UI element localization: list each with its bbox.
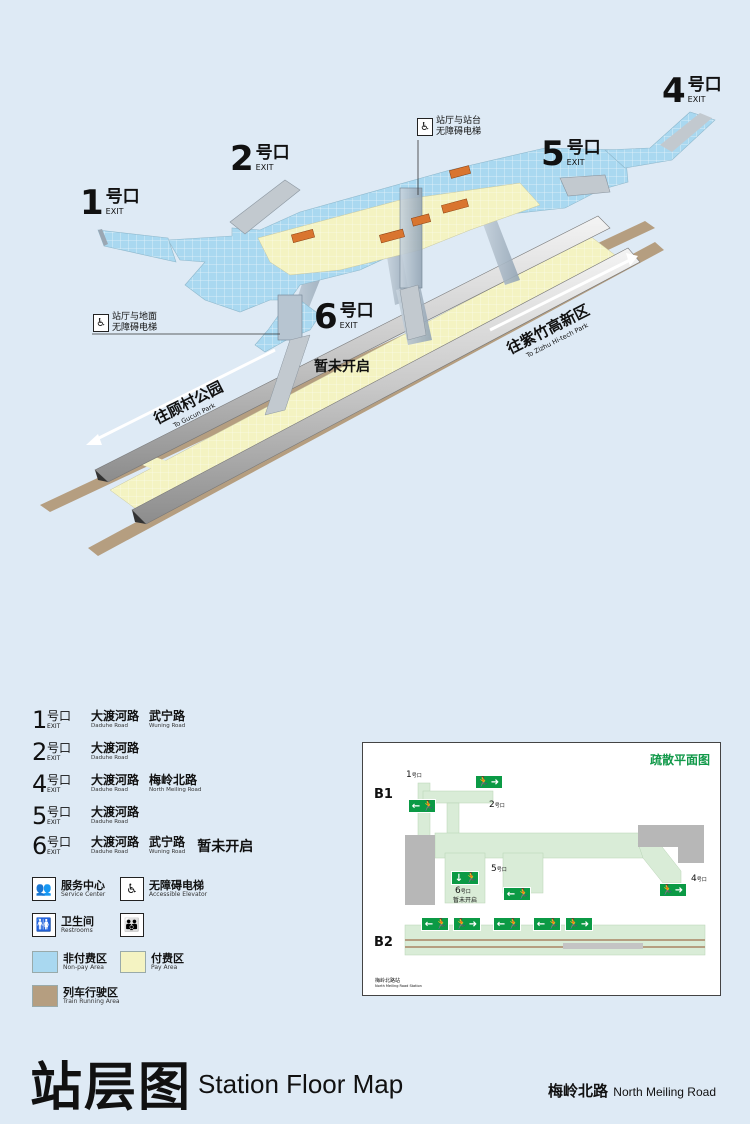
accessible-elevator-icon: ♿ — [120, 877, 144, 901]
level-b1: B1 — [374, 787, 393, 802]
exit-sign-left: ←🏃 — [533, 917, 561, 931]
exit-sign-left: ←🏃 — [408, 799, 436, 813]
exit5-passage — [559, 174, 611, 197]
inset-exit-1: 1号口 — [406, 770, 422, 780]
arrow-left — [86, 348, 276, 445]
inset-exit-6-note: 暂未开启 — [453, 897, 478, 904]
elevator-ground-callout: ♿ 站厅与地面无障碍电梯 — [93, 312, 157, 335]
page-title: 站层图 — [30, 1058, 193, 1118]
exit2-passage — [229, 179, 301, 235]
concourse-pay — [257, 182, 541, 276]
exit-sign-down: ↓🏃 — [451, 871, 479, 885]
page-title-en: Station Floor Map — [198, 1069, 404, 1099]
exit1-passage — [97, 229, 177, 263]
exit4-passage — [604, 111, 716, 169]
exit-sign-right: 🏃➜ — [565, 917, 593, 931]
evacuation-plan-title: 疏散平面图 — [649, 753, 710, 767]
exit-6-status: 暂未开启 — [314, 359, 370, 375]
train-north — [94, 215, 611, 483]
inset-exit-6: 6号口 — [455, 886, 471, 896]
station-name: 梅岭北路 North Meiling Road — [548, 1082, 716, 1100]
inset-exit-2: 2号口 — [489, 800, 505, 810]
elevator-platform-callout: ♿ 站厅与站台无障碍电梯 — [417, 116, 481, 139]
legend-family-restroom: 👪 — [120, 913, 144, 937]
exit-sign-left: ←🏃 — [503, 887, 531, 901]
exit-sign-left: ←🏃 — [493, 917, 521, 931]
evacuation-plan: 疏散平面图 B1 B2 1号口 2号口 5号口 6号口 暂未开启 4号口 🏃➜ — [362, 742, 721, 996]
evacuation-floorplan — [404, 782, 706, 956]
pay-swatch — [120, 951, 146, 973]
accessible-elevator-icon: ♿ — [93, 314, 109, 333]
arrow-right — [489, 253, 638, 332]
exit-sign-right: 🏃➜ — [659, 883, 687, 897]
exit-sign-right: 🏃➜ — [475, 775, 503, 789]
service-center-icon: 👥 — [32, 877, 56, 901]
exit-sign-left: ←🏃 — [421, 917, 449, 931]
family-restroom-icon: 👪 — [120, 913, 144, 937]
train-swatch — [32, 985, 58, 1007]
exit-sign-right: 🏃➜ — [453, 917, 481, 931]
accessible-elevator-icon: ♿ — [417, 118, 433, 137]
inset-exit-5: 5号口 — [491, 864, 507, 874]
level-b2: B2 — [374, 935, 393, 950]
nonpay-swatch — [32, 951, 58, 973]
inset-exit-4: 4号口 — [691, 874, 707, 884]
station-3d-map — [40, 111, 716, 556]
restroom-icon: 🚻 — [32, 913, 56, 937]
